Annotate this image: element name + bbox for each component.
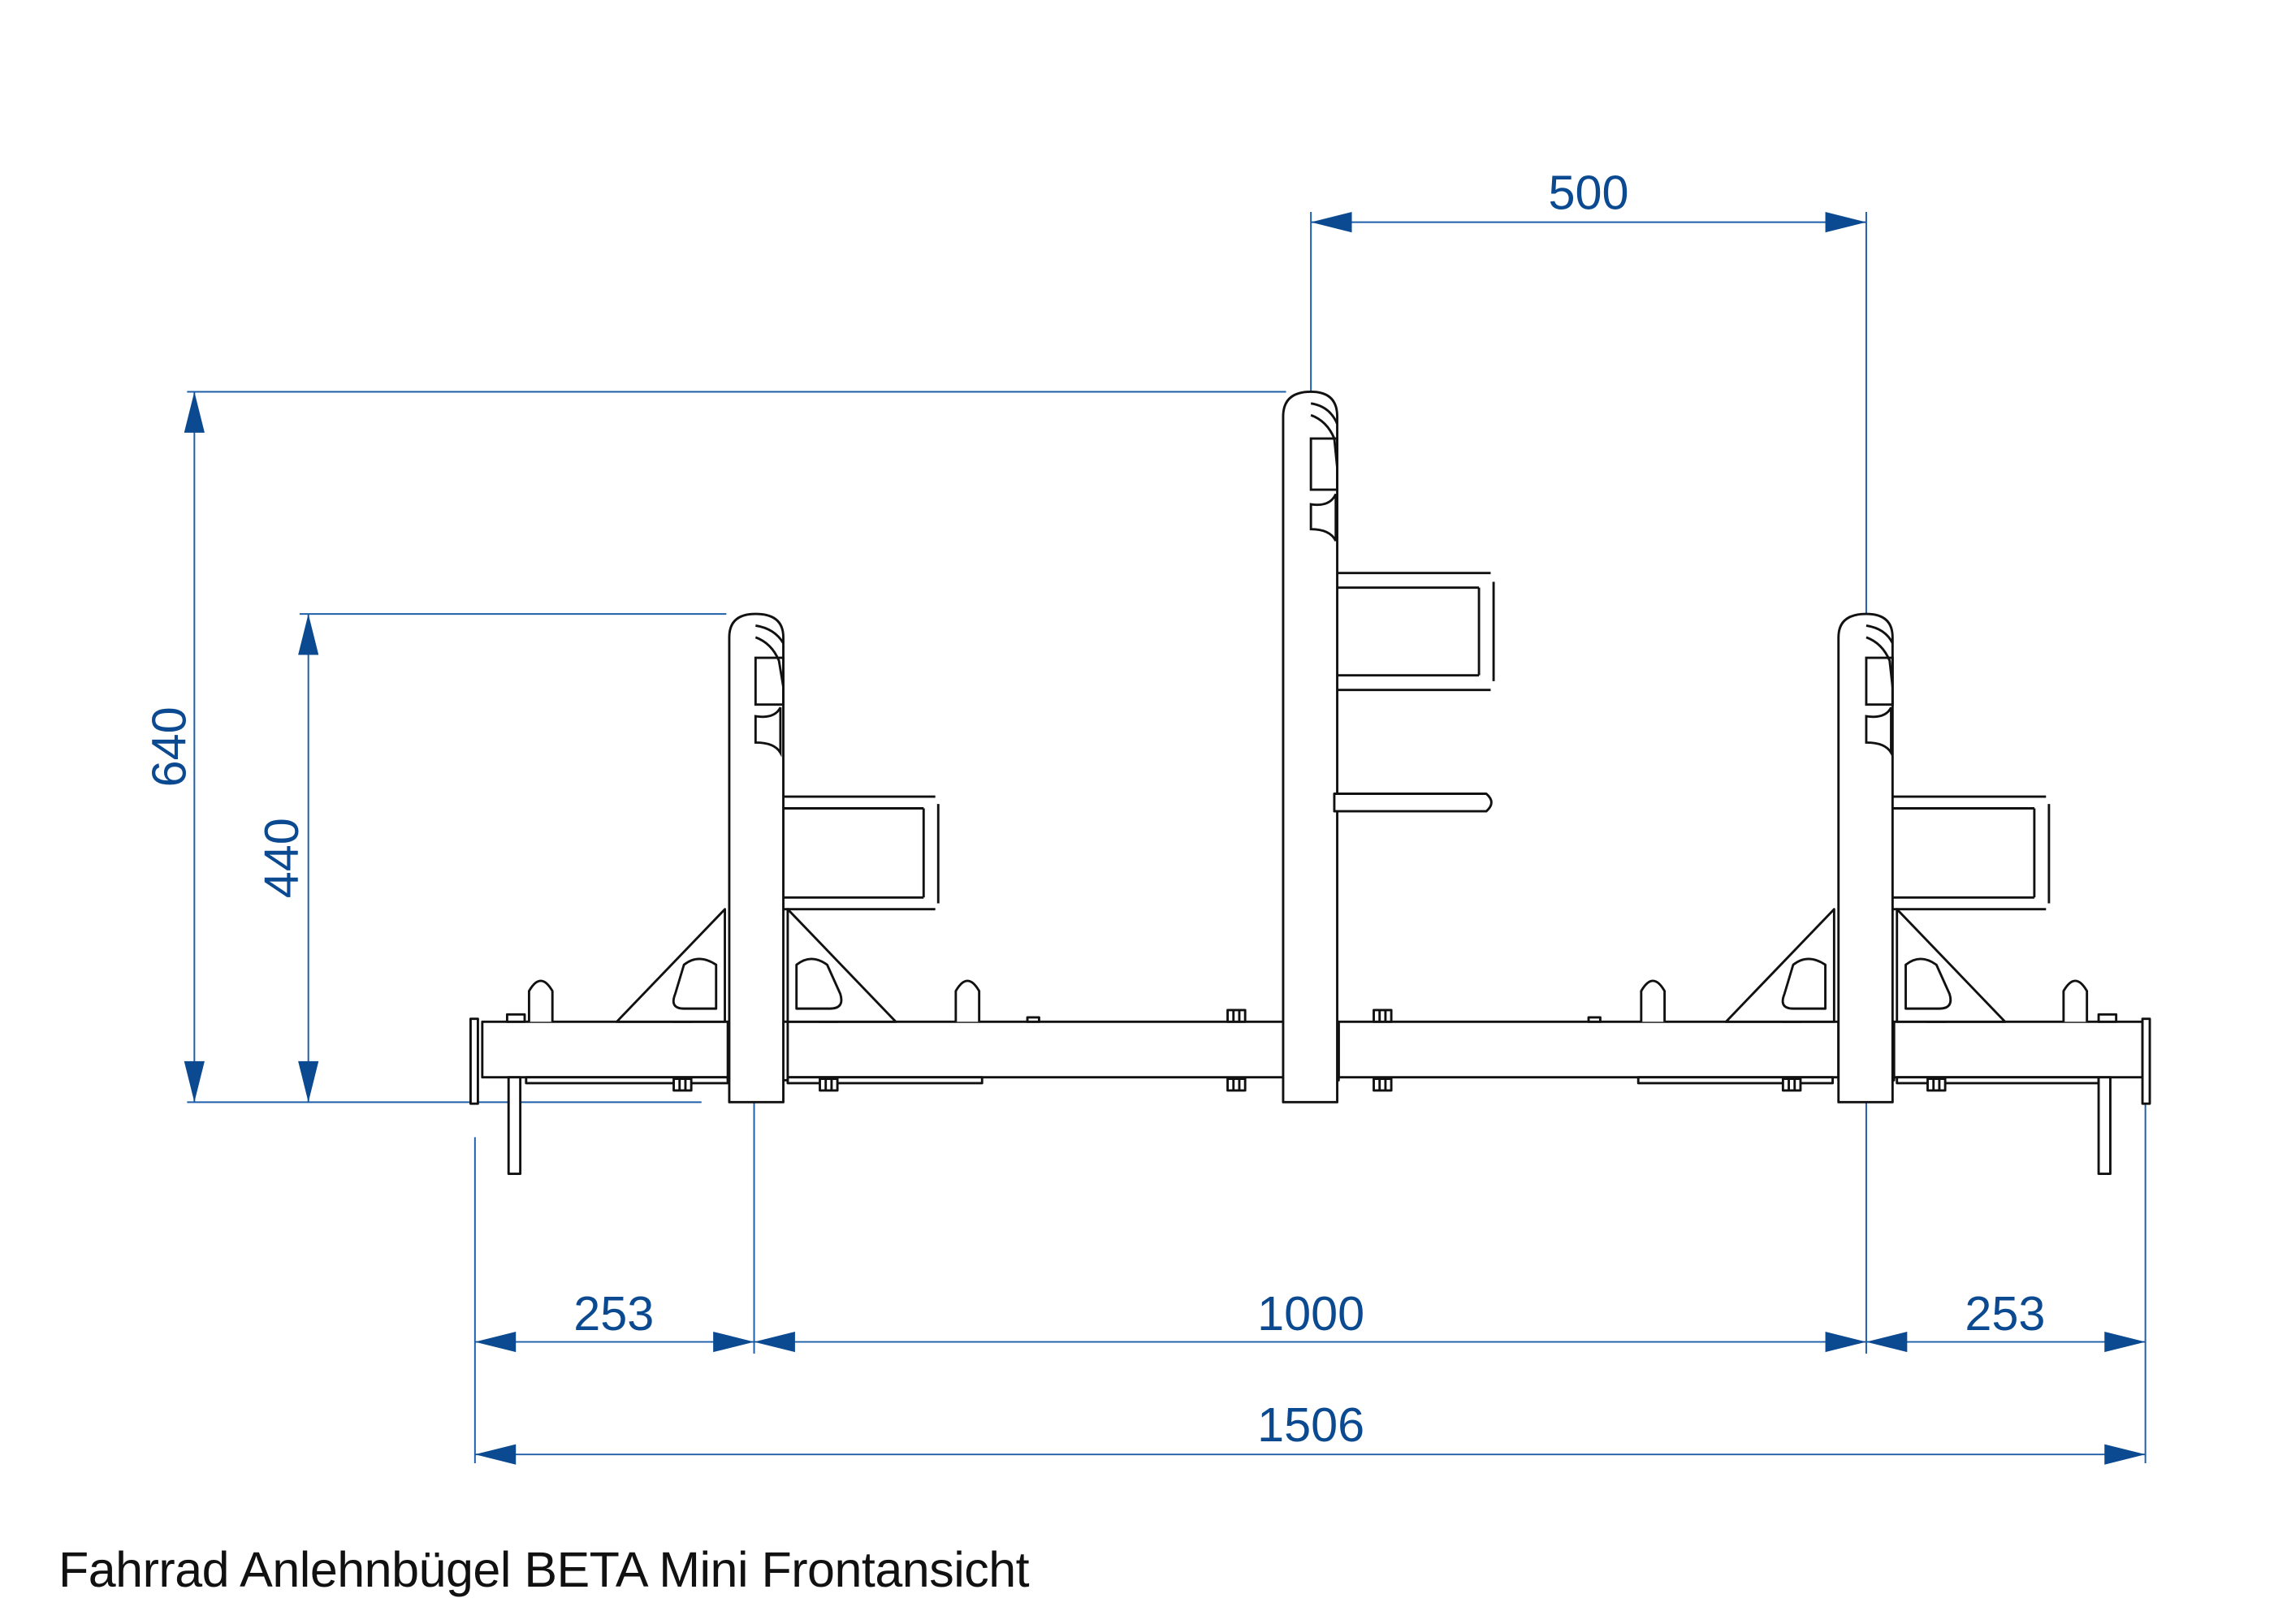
dimension-440-label: 440: [254, 818, 309, 898]
right-post: [1724, 612, 2051, 1104]
center-post: [1282, 391, 1495, 1104]
left-post: [615, 612, 940, 1104]
dimension-500-label: 500: [1549, 165, 1629, 219]
dimension-253-left-label: 253: [573, 1286, 654, 1341]
dimension-640: 640: [142, 391, 1286, 1104]
dimension-253-right-label: 253: [1965, 1286, 2045, 1341]
dimension-1506-label: 1506: [1257, 1397, 1364, 1452]
dimension-640-label: 640: [142, 706, 197, 787]
drawing-caption: Fahrrad Anlehnbügel BETA Mini Frontansic…: [58, 1542, 1030, 1597]
dimension-440: 440: [254, 613, 727, 1103]
dimension-500: 500: [1310, 165, 1867, 1099]
dimension-bottom-row: 253 1000 253: [473, 614, 2146, 1463]
dimension-1506: 1506: [474, 1397, 2146, 1465]
dimension-1000-label: 1000: [1257, 1286, 1364, 1341]
